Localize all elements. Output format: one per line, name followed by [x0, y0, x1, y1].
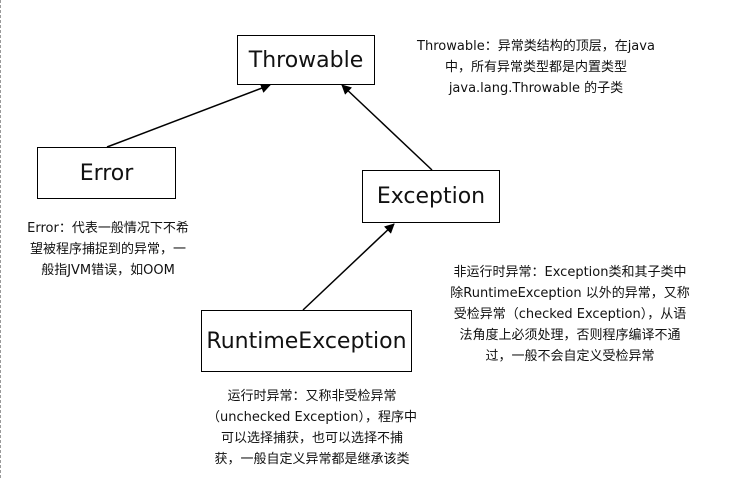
error-note-line: Error：代表一般情况下不希: [27, 221, 189, 236]
throwable-note-line: 中，所有异常类型都是内置类型: [444, 60, 627, 75]
arrow-runtime-to-exception: [302, 223, 395, 311]
arrow-error-to-throwable: [106, 83, 271, 148]
checked-note-line: 除RuntimeException 以外的异常，又称: [450, 286, 690, 301]
throwable-note: Throwable：异常类结构的顶层，在java 中，所有异常类型都是内置类型 …: [396, 36, 676, 99]
arrow-exception-to-throwable: [341, 84, 433, 171]
runtime-note-line: 运行时异常：又称非受检异常: [227, 389, 397, 404]
runtime-note-line: （unchecked Exception），程序中: [207, 410, 417, 425]
checked-note-line: 过，一般不会自定义受检异常: [485, 349, 655, 364]
error-note: Error：代表一般情况下不希 望被程序捕捉到的异常，一 般指JVM错误，如OO…: [8, 218, 208, 281]
left-edge-dashed-line: [0, 0, 1, 478]
checked-note-line: 非运行时异常：Exception类和其子类中: [453, 265, 687, 280]
throwable-note-line: java.lang.Throwable 的子类: [448, 81, 624, 96]
error-box: Error: [37, 147, 176, 199]
runtime-exception-note: 运行时异常：又称非受检异常 （unchecked Exception），程序中 …: [192, 386, 432, 470]
checked-note-line: 受检异常（checked Exception），从语: [453, 307, 687, 322]
runtime-note-line: 获，一般自定义异常都是继承该类: [214, 452, 410, 467]
exception-box: Exception: [362, 170, 500, 223]
throwable-note-line: Throwable：异常类结构的顶层，在java: [417, 39, 655, 54]
runtime-note-line: 可以选择捕获，也可以选择不捕: [220, 431, 403, 446]
checked-note-line: 法角度上必须处理，否则程序编译不通: [459, 328, 681, 343]
runtime-exception-box: RuntimeException: [201, 310, 412, 372]
error-note-line: 望被程序捕捉到的异常，一: [29, 242, 186, 257]
error-note-line: 般指JVM错误，如OOM: [41, 263, 175, 278]
throwable-box: Throwable: [237, 35, 375, 85]
checked-exception-note: 非运行时异常：Exception类和其子类中 除RuntimeException…: [430, 262, 710, 367]
